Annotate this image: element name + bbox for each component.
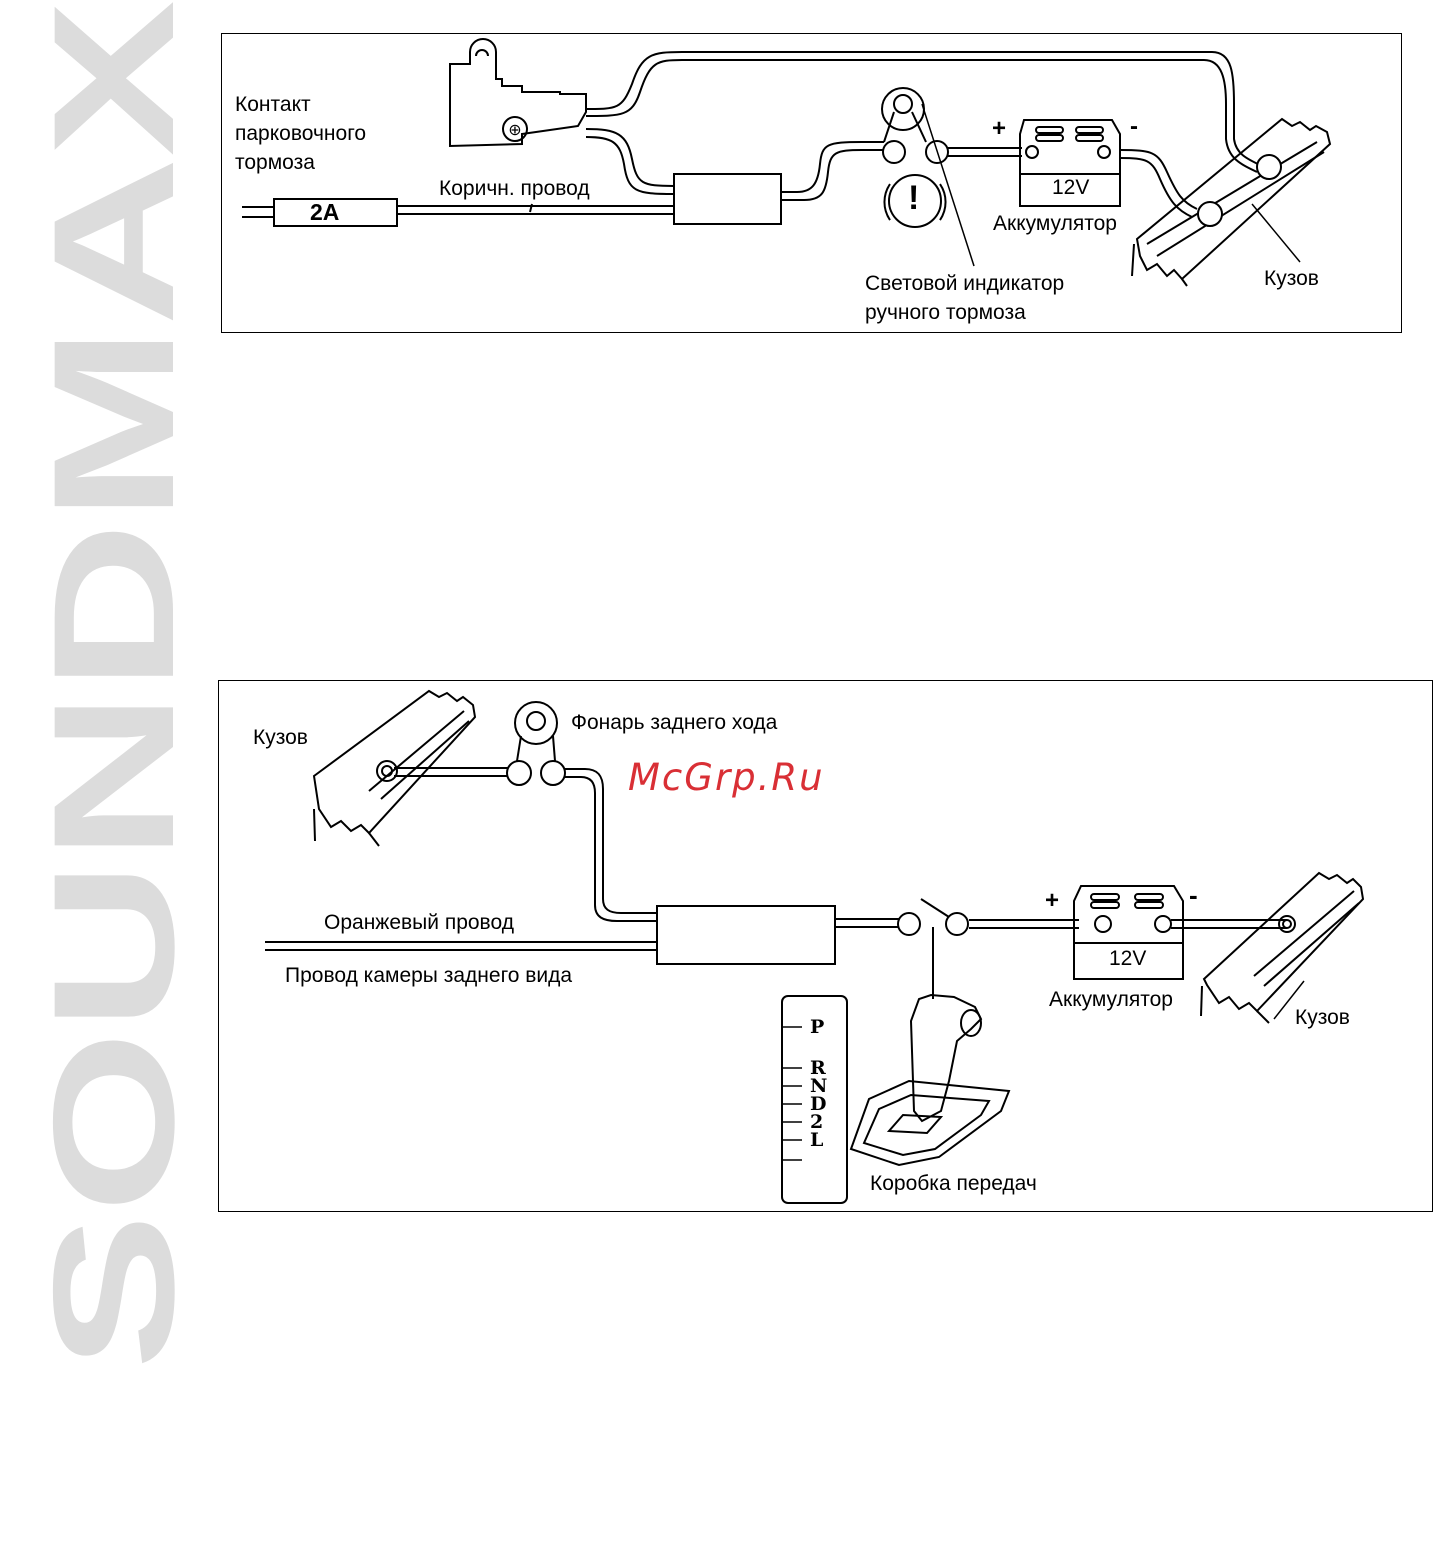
left-rail-tip — [369, 833, 379, 846]
gearbox-label: Коробка передач — [870, 1169, 1037, 1198]
left-car-body-rail — [314, 691, 475, 833]
body-label: Кузов — [1264, 264, 1319, 293]
battery-voltage-label: 12V — [1052, 173, 1089, 202]
battery-cap-1 — [1036, 127, 1063, 133]
shifter-gate-outer — [851, 1081, 1009, 1165]
car-body-rail-edge-2 — [1157, 152, 1324, 256]
left-rail-end — [314, 809, 315, 841]
battery-cap-2 — [1091, 902, 1119, 908]
lamp-terminal-right — [541, 761, 565, 785]
left-rail-edge — [369, 711, 464, 791]
parking-contact-label-2: парковочного — [235, 119, 366, 148]
battery-minus-wire-b — [1120, 158, 1192, 217]
battery-plus-sign: + — [992, 114, 1006, 143]
left-rail-edge-2 — [381, 721, 469, 799]
reverse-camera-schematic — [219, 681, 1434, 1213]
right-rail-tip — [1257, 1011, 1269, 1023]
body-leader — [1252, 204, 1300, 262]
gear-switch-terminal-left — [898, 913, 920, 935]
relay-box — [657, 906, 835, 964]
battery-cap-3 — [1135, 894, 1163, 900]
battery-terminal-plus — [1026, 146, 1038, 158]
switch-plunger-top — [476, 50, 488, 56]
camera-wire-label: Провод камеры заднего вида — [285, 961, 572, 990]
lamp-terminal-left — [507, 761, 531, 785]
battery-label: Аккумулятор — [1049, 985, 1173, 1014]
indicator-lamp-legs — [884, 112, 926, 142]
gear-position-l: L — [810, 1131, 823, 1150]
shifter-handle — [911, 995, 981, 1121]
battery-label: Аккумулятор — [993, 209, 1117, 238]
svg-text:⊕: ⊕ — [508, 122, 521, 139]
shifter-gate-inner — [864, 1095, 989, 1155]
gear-indicator-ticks — [782, 1027, 802, 1160]
battery-terminal-minus — [1155, 916, 1171, 932]
indicator-lamp-bulb — [894, 95, 912, 113]
watermark-text: McGrp.Ru — [628, 756, 825, 799]
battery-cap-3 — [1076, 127, 1103, 133]
right-body-label: Кузов — [1295, 1003, 1350, 1032]
body-ground-bolt-1 — [1257, 155, 1281, 179]
relay-box — [674, 174, 781, 224]
battery-cap-4 — [1135, 902, 1163, 908]
car-body-rail-edge — [1147, 142, 1317, 244]
left-body-ground-bolt-inner — [382, 766, 392, 776]
battery-cap-2 — [1036, 135, 1063, 141]
shifter-slot — [889, 1115, 941, 1133]
parking-brake-wiring-diagram: ⊕ — [221, 33, 1402, 333]
parking-brake-schematic: ⊕ — [222, 34, 1403, 334]
gear-switch-contact — [921, 899, 949, 917]
left-body-label: Кузов — [253, 723, 308, 752]
parking-contact-label-1: Контакт — [235, 90, 311, 119]
right-rail-end — [1201, 986, 1202, 1016]
indicator-terminal-left — [883, 141, 905, 163]
brand-logo-text: SOUNDMAX — [48, 0, 178, 1370]
battery-cap-1 — [1091, 894, 1119, 900]
brake-indicator-label-2: ручного тормоза — [865, 298, 1026, 327]
battery-terminal-plus — [1095, 916, 1111, 932]
fuse-label: 2A — [310, 198, 339, 227]
reverse-lamp-label: Фонарь заднего хода — [571, 708, 777, 737]
brake-indicator-label-1: Световой индикатор — [865, 269, 1064, 298]
reverse-camera-wiring-diagram: Кузов Фонарь заднего хода Оранжевый пров… — [218, 680, 1433, 1212]
right-car-body-rail — [1204, 873, 1363, 1011]
battery-minus-sign: - — [1189, 881, 1198, 910]
right-body-ground-bolt-inner — [1283, 920, 1291, 928]
battery-voltage-label: 12V — [1109, 944, 1146, 973]
gear-position-p: P — [810, 1018, 824, 1037]
battery-top — [1074, 886, 1183, 943]
orange-wire-label: Оранжевый провод — [324, 908, 514, 937]
body-ground-bolt-2 — [1198, 202, 1222, 226]
car-body-rail-end — [1132, 244, 1134, 276]
indicator-leader — [922, 104, 974, 266]
brand-logo: SOUNDMAX — [48, 0, 178, 1370]
battery-plus-sign: + — [1045, 886, 1059, 915]
battery-cap-4 — [1076, 135, 1103, 141]
battery-terminal-minus — [1098, 146, 1110, 158]
brake-warning-icon: ! — [908, 184, 919, 213]
right-body-ground-bolt — [1279, 916, 1295, 932]
brown-wire-label: Коричн. провод — [439, 174, 590, 203]
right-rail-edge — [1254, 891, 1354, 976]
car-body-rail — [1137, 119, 1330, 279]
right-rail-edge-2 — [1264, 903, 1359, 986]
battery-minus-sign: - — [1130, 112, 1138, 141]
car-body-rail-tip — [1182, 279, 1187, 286]
parking-contact-label-3: тормоза — [235, 148, 315, 177]
reverse-lamp-bulb — [527, 712, 545, 730]
